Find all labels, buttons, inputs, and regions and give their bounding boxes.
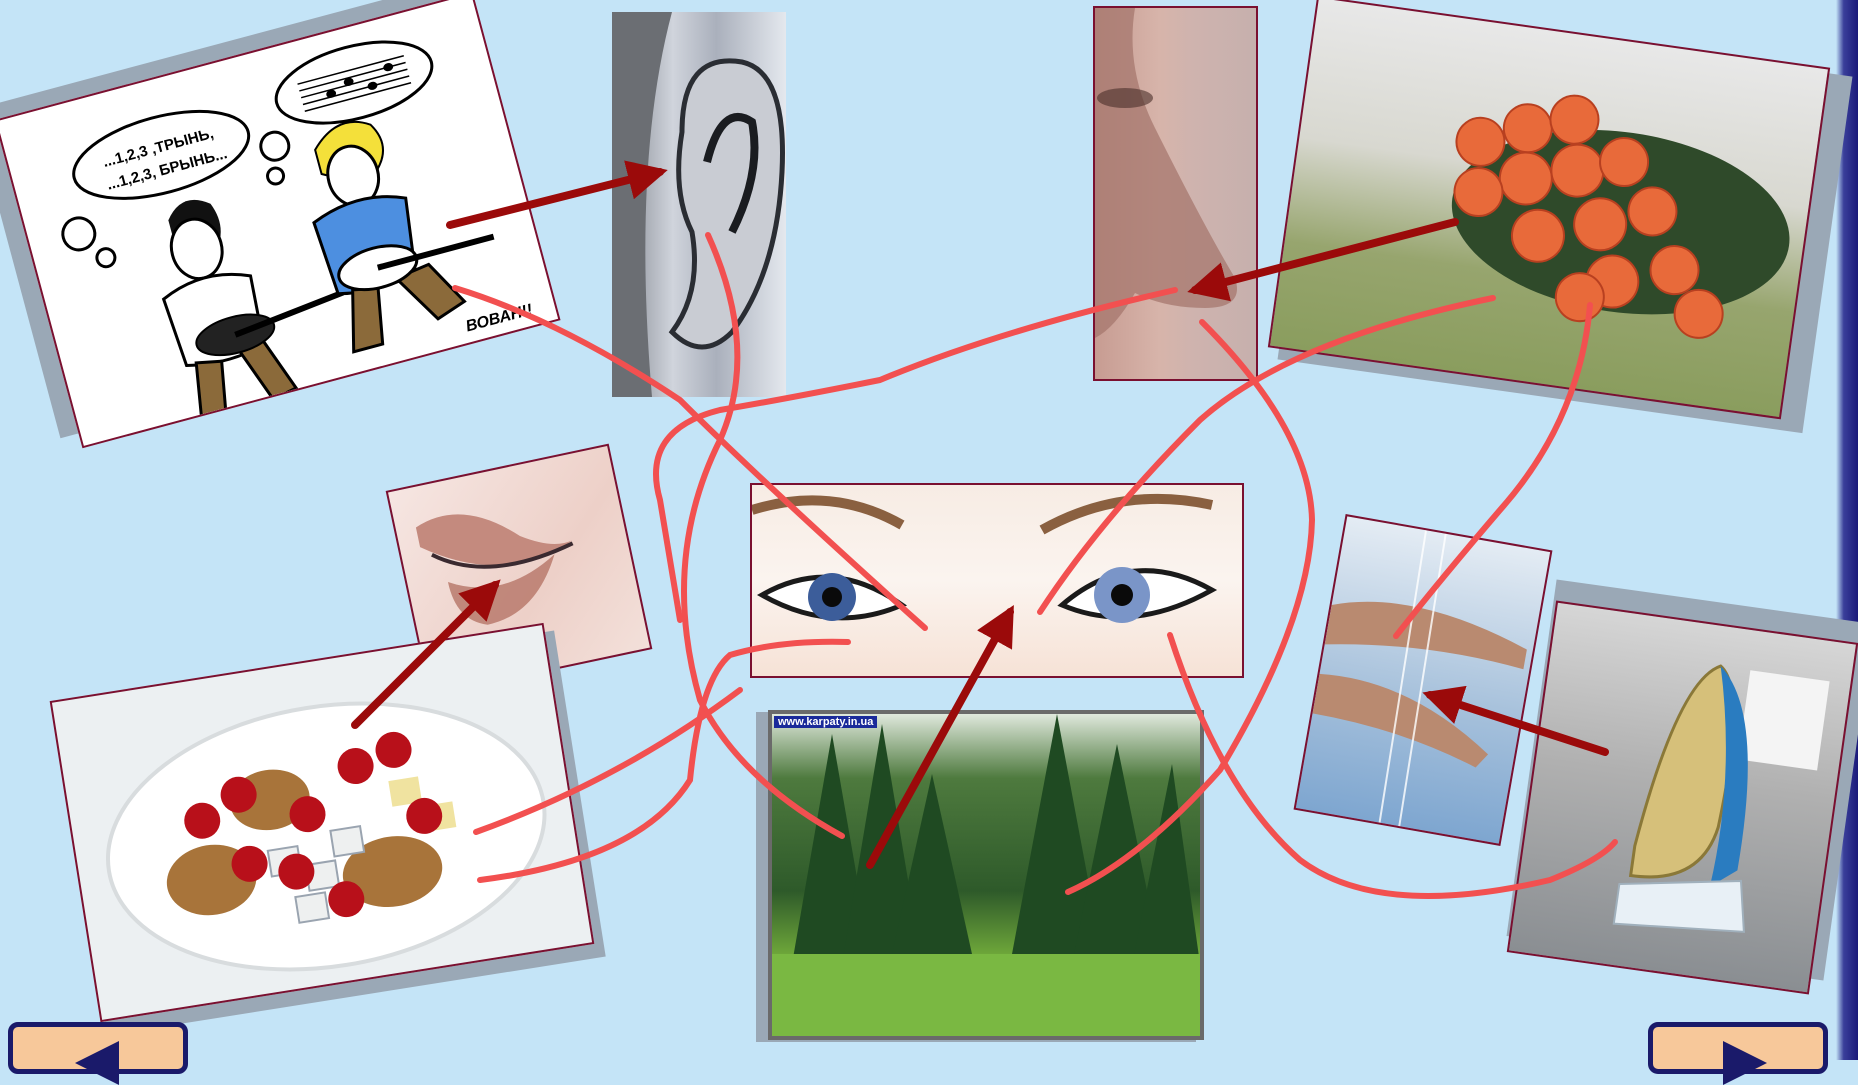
connector-food-eyes — [480, 642, 848, 880]
arrow-food-to-lips — [355, 585, 495, 725]
connector-nose-forest — [1068, 322, 1312, 892]
arrow-forest-to-eyes — [870, 612, 1010, 865]
triangle-left-icon — [75, 1041, 119, 1085]
connector-roses-hands — [1396, 305, 1590, 636]
arrow-guitar-to-ear — [450, 172, 660, 225]
connector-ear-forest — [684, 235, 842, 836]
arrow-roses-to-nose — [1195, 222, 1455, 290]
connections-overlay — [0, 0, 1858, 1060]
connector-eyes-iron — [1170, 635, 1615, 896]
triangle-right-icon — [1723, 1041, 1767, 1085]
connector-roses-food — [1040, 298, 1493, 612]
connector-guitar-eyes — [455, 288, 925, 628]
next-slide-button[interactable] — [1648, 1022, 1828, 1074]
arrow-iron-to-hands — [1430, 695, 1605, 752]
prev-slide-button[interactable] — [8, 1022, 188, 1074]
